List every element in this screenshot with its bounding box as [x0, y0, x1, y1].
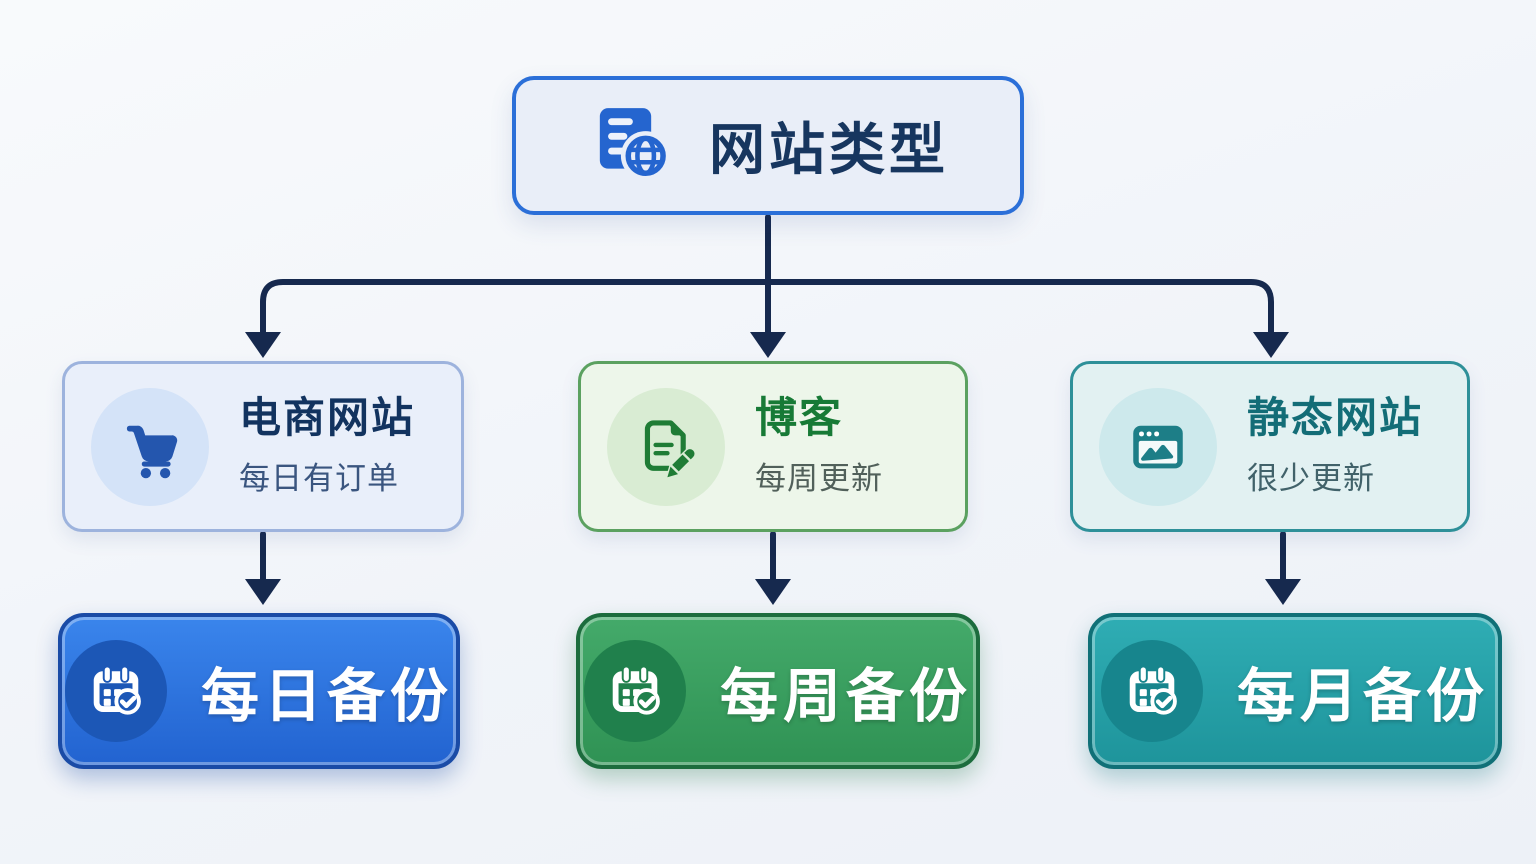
backup-box-weekly: 每周备份: [576, 613, 980, 769]
root-node-label: 网站类型: [709, 118, 949, 181]
backup-box-monthly: 每月备份: [1088, 613, 1502, 769]
type-card-title: 静态网站: [1247, 393, 1424, 441]
backup-label: 每周备份: [719, 664, 972, 729]
browser-image-icon: [1099, 387, 1217, 506]
server-globe-icon: [587, 99, 675, 192]
type-card-title: 博客: [755, 393, 844, 441]
calendar-check-icon: [64, 640, 167, 742]
type-card-subtitle: 每日有订单: [239, 461, 399, 497]
calendar-check-icon: [583, 640, 686, 742]
calendar-check-icon: [1100, 640, 1203, 742]
type-card-ecommerce: 电商网站 每日有订单: [62, 361, 464, 532]
type-card-subtitle: 很少更新: [1247, 461, 1375, 497]
backup-label: 每月备份: [1236, 664, 1489, 729]
shopping-cart-icon: [91, 387, 209, 506]
document-pencil-icon: [607, 387, 725, 506]
type-card-title: 电商网站: [239, 393, 416, 441]
type-card-blog: 博客 每周更新: [578, 361, 968, 532]
type-card-static-site: 静态网站 很少更新: [1070, 361, 1470, 532]
type-card-subtitle: 每周更新: [755, 461, 883, 497]
backup-box-daily: 每日备份: [58, 613, 460, 769]
root-node-website-type: 网站类型: [512, 76, 1024, 215]
backup-label: 每日备份: [200, 664, 453, 729]
